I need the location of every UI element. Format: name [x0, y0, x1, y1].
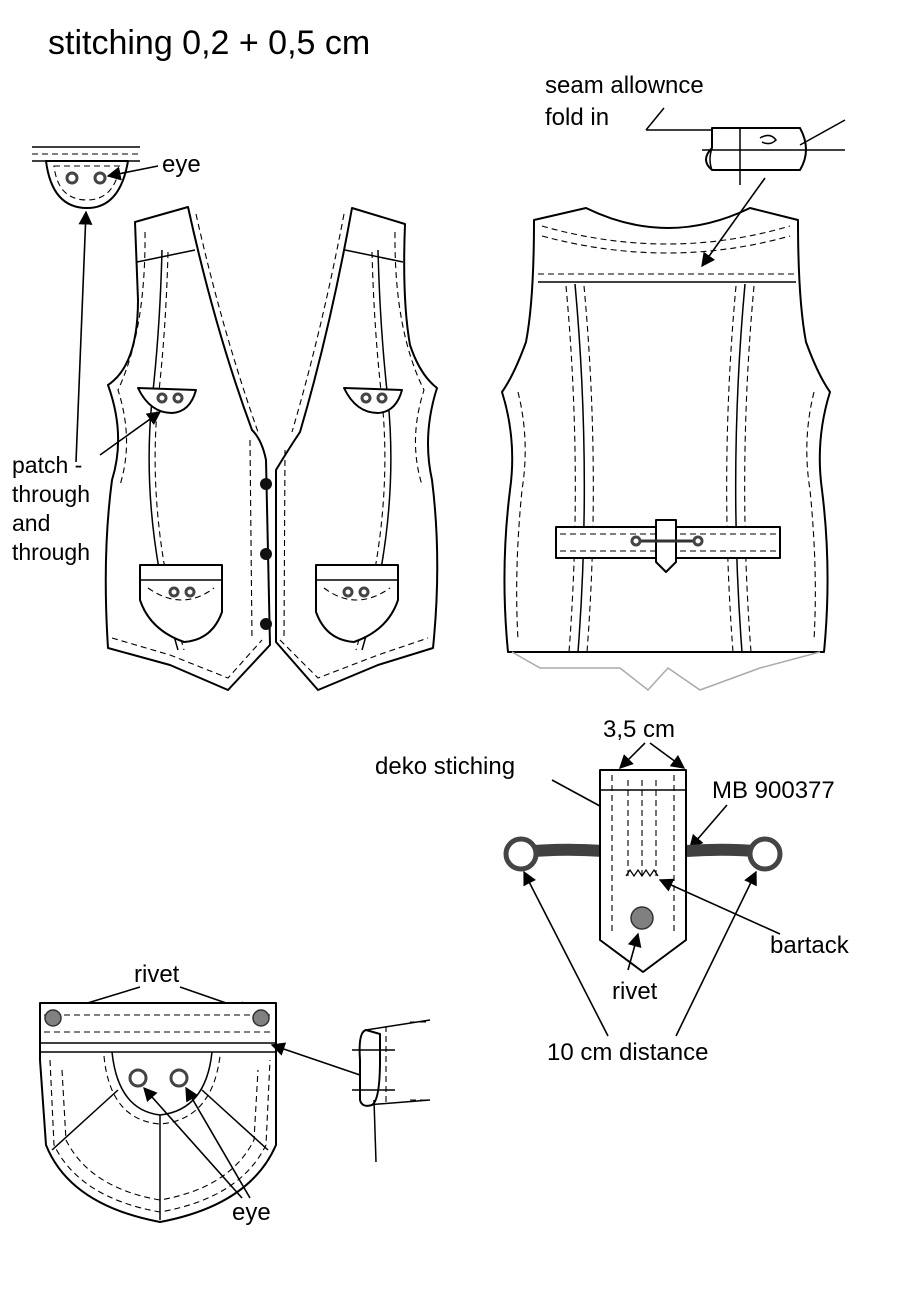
- seam-section-detail: [352, 1019, 431, 1163]
- page-title: stitching 0,2 + 0,5 cm: [48, 24, 370, 62]
- rivet-pocket-label: rivet: [134, 961, 180, 988]
- vest-front: [104, 206, 439, 691]
- patch-label-line-1: patch -: [12, 452, 82, 478]
- part-number-label: MB 900377: [712, 777, 835, 804]
- tab-detail: [503, 769, 783, 973]
- eye-pocket-label: eye: [232, 1199, 271, 1226]
- fold-in-detail: [645, 107, 846, 185]
- eye-label: eye: [162, 151, 201, 178]
- rivet-tab-label: rivet: [612, 978, 658, 1005]
- patch-label-line-3: and: [12, 510, 50, 536]
- vest-back: [501, 207, 831, 692]
- patch-label-line-4: through: [12, 539, 90, 565]
- width-label: 3,5 cm: [603, 716, 675, 743]
- bartack-label: bartack: [770, 932, 850, 959]
- distance-label: 10 cm distance: [547, 1039, 708, 1066]
- deko-stitching-label: deko stiching: [375, 753, 515, 780]
- patch-label-line-2: through: [12, 481, 90, 507]
- eye-detail: [32, 146, 140, 209]
- seam-allowance-label-1: seam allownce: [545, 72, 704, 99]
- pocket-detail: [39, 1002, 277, 1223]
- seam-allowance-label-2: fold in: [545, 104, 609, 131]
